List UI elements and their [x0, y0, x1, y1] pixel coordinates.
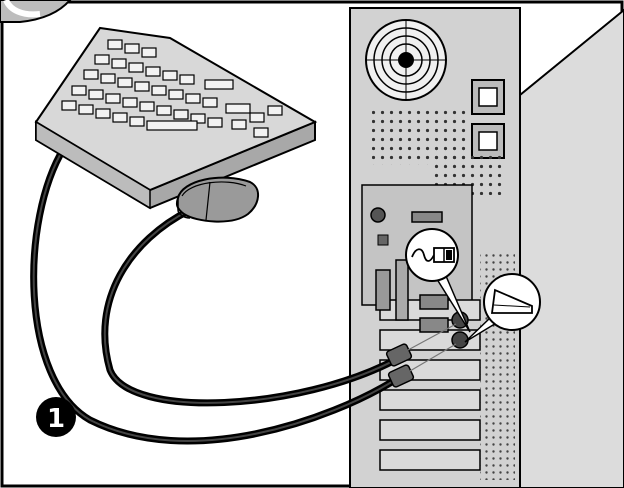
keyboard-port-icon — [490, 288, 533, 314]
mouse-cable — [101, 206, 399, 407]
mouse — [175, 176, 259, 223]
rear-connectors — [370, 207, 449, 333]
keyboard-plug — [387, 343, 457, 388]
step-number: 1 — [47, 404, 65, 434]
mouse-port-callout — [405, 228, 471, 333]
fan-grill — [365, 19, 447, 101]
mouse-port-icon — [411, 247, 455, 263]
keyboard-cable — [30, 144, 399, 445]
corner-tab — [0, 0, 72, 23]
mouse-plug — [385, 323, 457, 367]
keyboard-keys — [61, 39, 283, 138]
computer-tower — [349, 7, 624, 488]
keyboard-port-callout — [464, 273, 541, 343]
keyboard — [34, 26, 318, 210]
step-marker: 1 — [36, 397, 76, 437]
